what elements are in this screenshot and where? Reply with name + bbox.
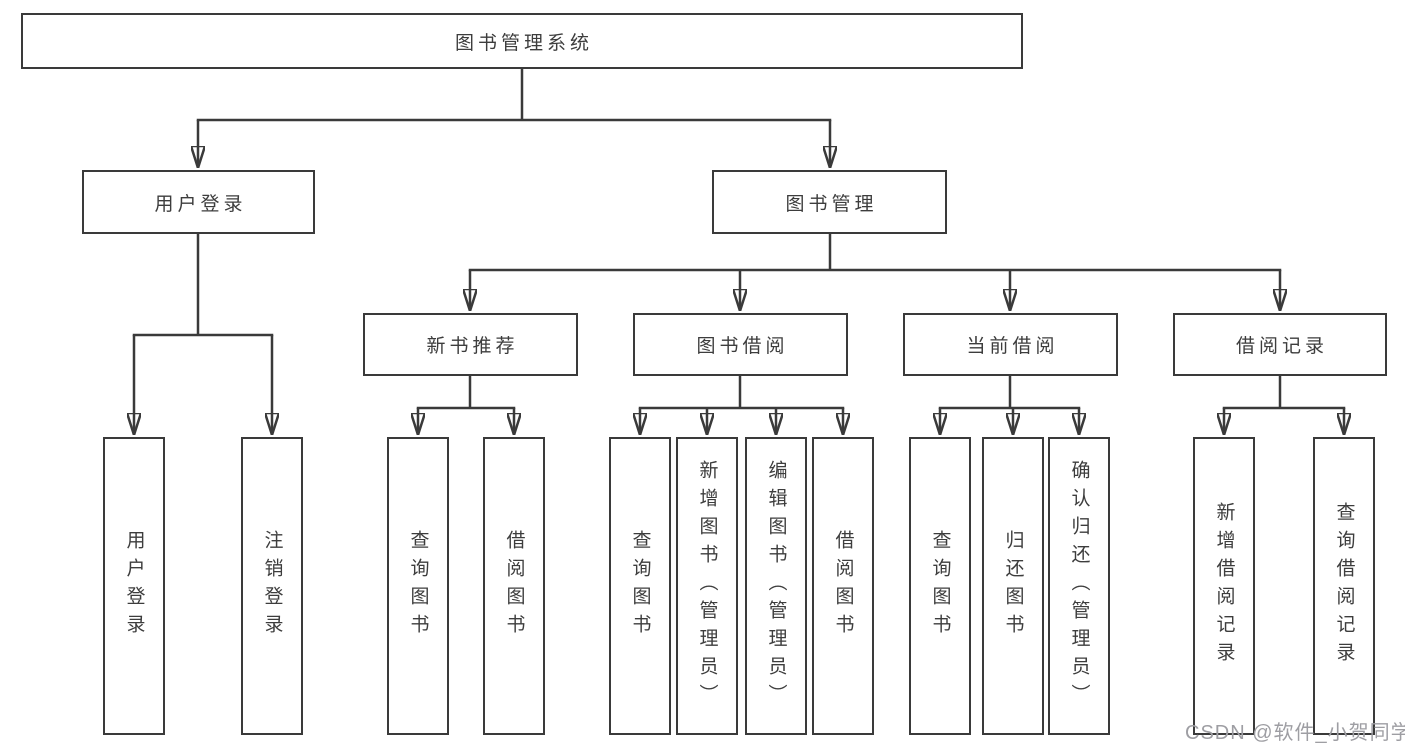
leaf-query-borrow-record: 查询借阅记录 [1313,437,1375,735]
leaf-confirm-return-admin: 确认归还（管理员） [1048,437,1110,735]
node-new-book-recommendation: 新书推荐 [363,313,578,376]
node-current-borrowing: 当前借阅 [903,313,1118,376]
leaf-borrow-books-borrowing: 借阅图书 [812,437,874,735]
leaf-add-books-admin: 新增图书（管理员） [676,437,738,735]
leaf-return-books: 归还图书 [982,437,1044,735]
leaf-query-books-borrowing: 查询图书 [609,437,671,735]
node-user-login: 用户登录 [82,170,315,234]
node-borrowing-records: 借阅记录 [1173,313,1387,376]
leaf-add-borrow-record: 新增借阅记录 [1193,437,1255,735]
node-library-management-system: 图书管理系统 [21,13,1023,69]
leaf-query-books-current: 查询图书 [909,437,971,735]
csdn-watermark: CSDN @软件_小贺同学 [1185,722,1405,744]
node-book-management: 图书管理 [712,170,947,234]
node-book-borrowing: 图书借阅 [633,313,848,376]
leaf-query-books-recommend: 查询图书 [387,437,449,735]
leaf-user-login: 用户登录 [103,437,165,735]
leaf-edit-books-admin: 编辑图书（管理员） [745,437,807,735]
leaf-logout-login: 注销登录 [241,437,303,735]
leaf-borrow-books-recommend: 借阅图书 [483,437,545,735]
